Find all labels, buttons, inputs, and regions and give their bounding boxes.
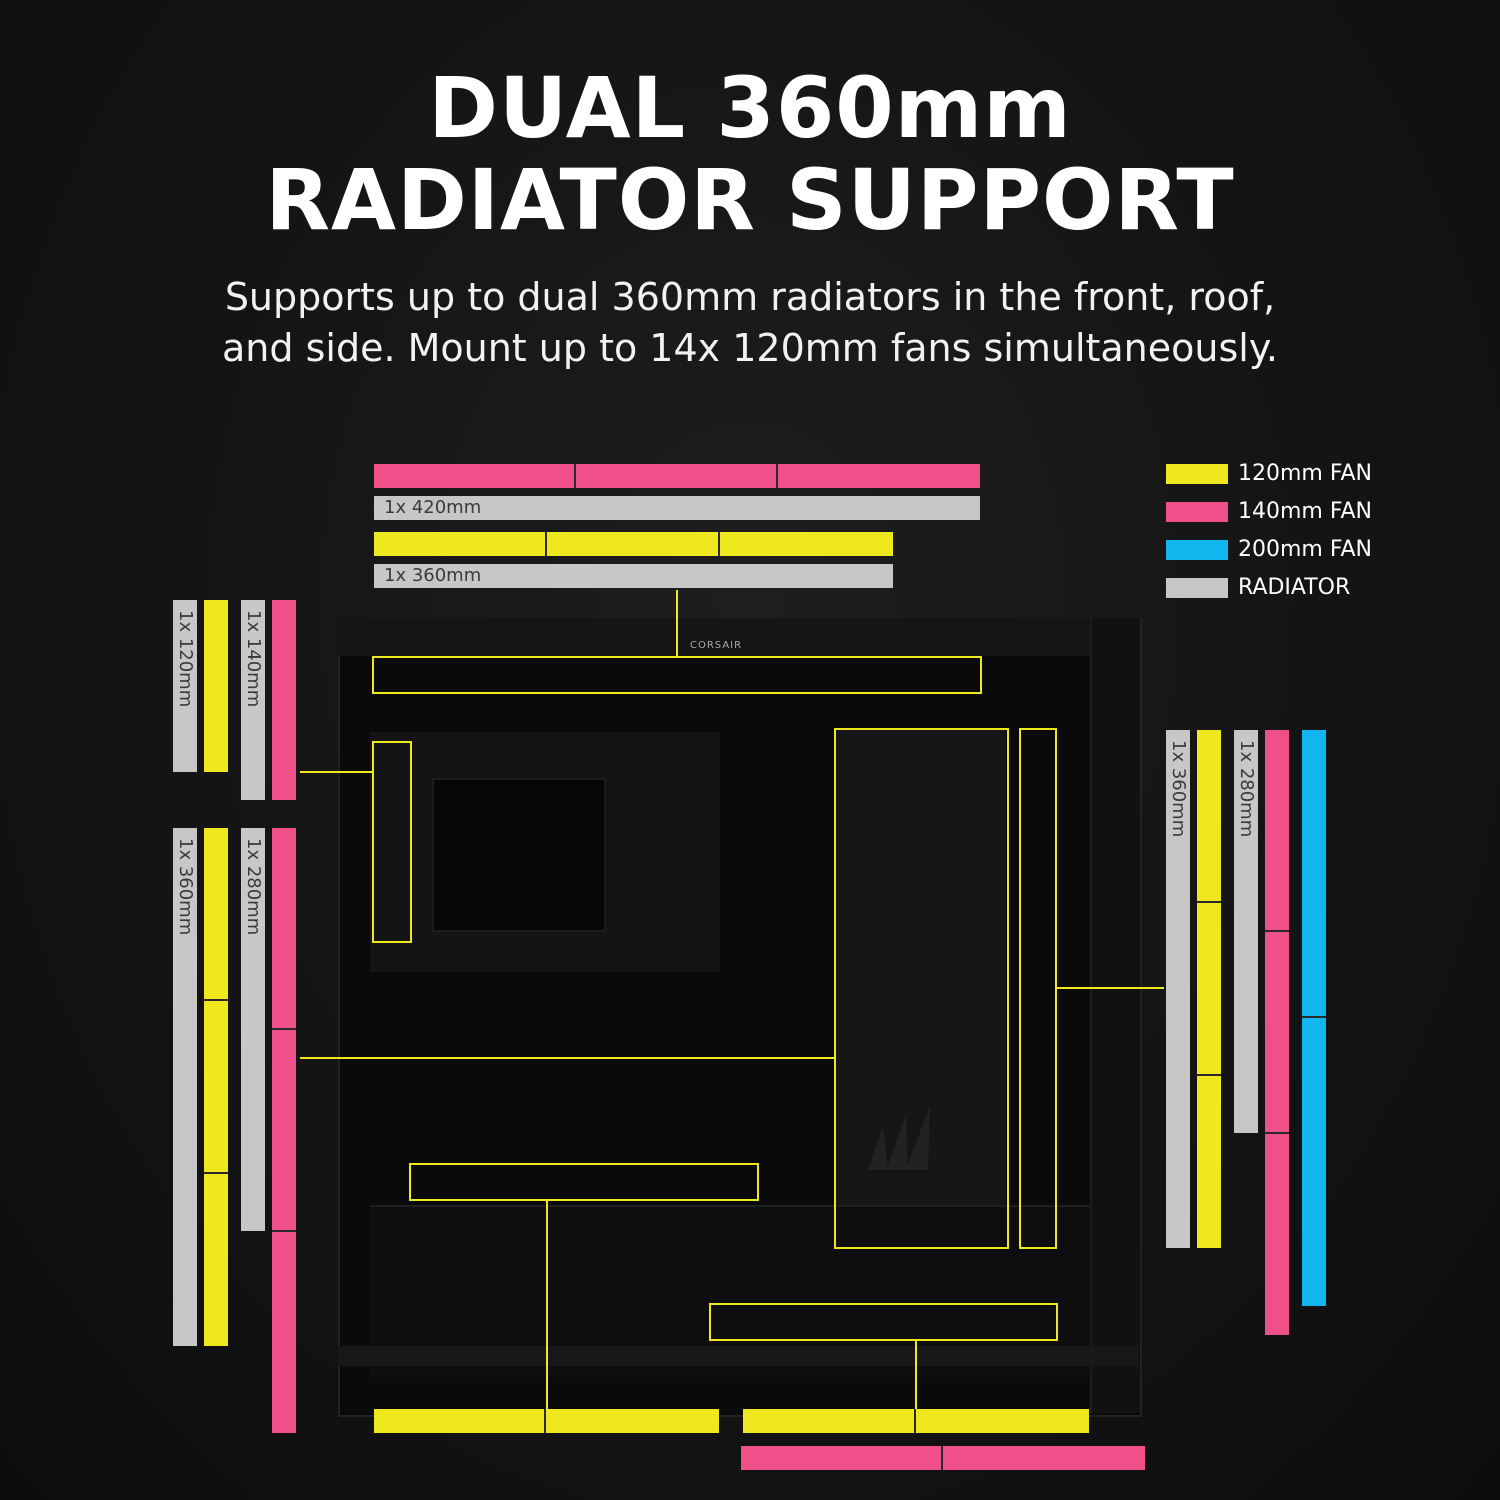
fan-140mm-bar	[1265, 730, 1289, 932]
radiator-420mm-bar: 1x 420mm	[374, 496, 980, 520]
fan-140mm-bar	[1265, 1134, 1289, 1335]
fan-120mm-bar	[374, 532, 547, 556]
legend-label-140mm-fan: 140mm FAN	[1238, 499, 1372, 524]
fan-120mm-bar	[547, 532, 720, 556]
legend-swatch-radiator	[1166, 578, 1228, 598]
fan-140mm-bar	[576, 464, 778, 488]
roof-callout-line	[676, 590, 678, 656]
side-callout-line	[300, 1057, 834, 1059]
radiator-360mm-bar: 1x 360mm	[1166, 730, 1190, 1248]
legend-swatch-120mm-fan	[1166, 464, 1228, 484]
headline-line-2: RADIATOR SUPPORT	[265, 151, 1235, 249]
fan-200mm-bar	[1302, 1018, 1326, 1306]
radiator-280mm-bar: 1x 280mm	[241, 828, 265, 1231]
corsair-sails-logo	[858, 1105, 938, 1175]
fan-120mm-bar	[546, 1409, 719, 1433]
legend-swatch-140mm-fan	[1166, 502, 1228, 522]
fan-140mm-bar	[943, 1446, 1145, 1470]
subtitle-line-2: and side. Mount up to 14x 120mm fans sim…	[222, 326, 1278, 370]
fan-140mm-bar	[741, 1446, 943, 1470]
front-callout-line	[1057, 987, 1164, 989]
radiator-280mm-bar: 1x 280mm	[1234, 730, 1258, 1133]
fan-140mm-bar	[778, 464, 980, 488]
legend-label-120mm-fan: 120mm FAN	[1238, 461, 1372, 486]
fan-120mm-bar	[743, 1409, 916, 1433]
fan-140mm-bar	[1265, 932, 1289, 1134]
fan-120mm-bar	[204, 600, 228, 772]
drive-cage	[432, 778, 606, 932]
roof-mount-box	[372, 656, 982, 694]
case-bottom-rail	[338, 1346, 1138, 1366]
fan-120mm-bar	[204, 1174, 228, 1346]
fan-140mm-bar	[272, 1232, 296, 1433]
radiator-120mm-bar: 1x 120mm	[173, 600, 197, 772]
fan-120mm-bar	[1197, 903, 1221, 1076]
bottom-left-callout-line	[546, 1201, 548, 1409]
fan-120mm-bar	[720, 532, 893, 556]
rear-callout-line	[300, 771, 372, 773]
fan-120mm-bar	[204, 828, 228, 1001]
case-front-panel	[1090, 618, 1140, 1413]
bottom-left-mount-box	[409, 1163, 759, 1201]
radiator-360mm-bar: 1x 360mm	[374, 564, 893, 588]
fan-140mm-bar	[272, 1030, 296, 1232]
fan-140mm-bar	[272, 828, 296, 1030]
fan-120mm-bar	[1197, 730, 1221, 903]
headline-line-1: DUAL 360mm	[428, 59, 1072, 157]
case-brand-text: CORSAIR	[690, 640, 743, 651]
legend-swatch-200mm-fan	[1166, 540, 1228, 560]
fan-140mm-bar	[374, 464, 576, 488]
bottom-right-callout-line	[915, 1341, 917, 1409]
case-top-panel	[338, 618, 1090, 656]
fan-120mm-bar	[916, 1409, 1089, 1433]
radiator-360mm-bar: 1x 360mm	[173, 828, 197, 1346]
fan-140mm-bar	[272, 600, 296, 800]
rear-mount-box	[372, 741, 412, 943]
fan-200mm-bar	[1302, 730, 1326, 1018]
front-mount-box	[1019, 728, 1057, 1249]
fan-120mm-bar	[374, 1409, 546, 1433]
fan-120mm-bar	[1197, 1076, 1221, 1248]
radiator-140mm-bar: 1x 140mm	[241, 600, 265, 800]
subtitle-line-1: Supports up to dual 360mm radiators in t…	[224, 275, 1276, 319]
legend-label-radiator: RADIATOR	[1238, 575, 1351, 600]
bottom-right-mount-box	[709, 1303, 1058, 1341]
fan-120mm-bar	[204, 1001, 228, 1174]
side-mount-box	[834, 728, 1009, 1249]
legend-label-200mm-fan: 200mm FAN	[1238, 537, 1372, 562]
